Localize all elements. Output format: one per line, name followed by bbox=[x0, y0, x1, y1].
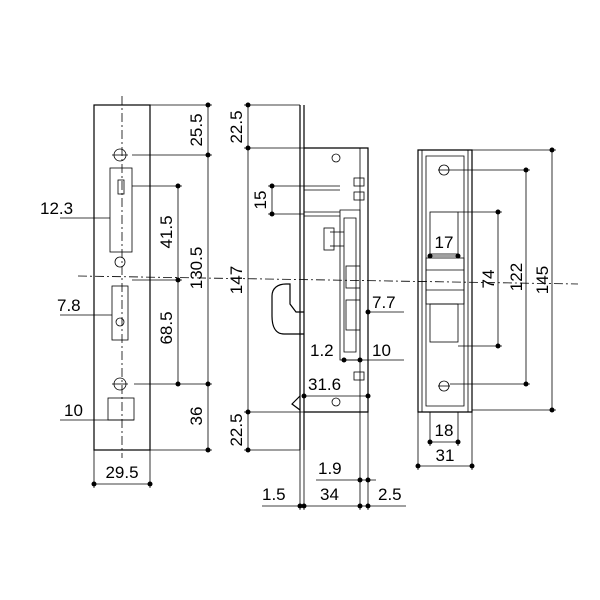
lock-body bbox=[304, 147, 369, 413]
side-dim-1-2: 1.2 bbox=[310, 341, 334, 360]
front-dim-36: 36 bbox=[187, 407, 206, 426]
center-line bbox=[77, 275, 579, 285]
strike-dim-31: 31 bbox=[436, 446, 455, 465]
side-dim-1-5: 1.5 bbox=[262, 485, 286, 504]
side-dim-10: 10 bbox=[372, 341, 391, 360]
front-view: 25.5 12.3 41.5 130.5 7.8 68.5 10 36 29.5 bbox=[40, 96, 212, 488]
front-dim-68-5: 68.5 bbox=[157, 311, 176, 344]
latch-cutout bbox=[109, 167, 133, 253]
front-dim-12-3: 12.3 bbox=[40, 199, 73, 218]
front-dim-130-5: 130.5 bbox=[187, 247, 206, 290]
strike-opening bbox=[425, 257, 465, 305]
side-bottom-screw-icon bbox=[331, 397, 341, 407]
front-dim-25-5: 25.5 bbox=[187, 113, 206, 146]
bolt-cutout bbox=[111, 285, 129, 341]
strike-dim-18: 18 bbox=[435, 421, 454, 440]
front-dim-29-5: 29.5 bbox=[105, 463, 138, 482]
hook-bolt bbox=[271, 283, 304, 335]
side-dim-147: 147 bbox=[227, 266, 246, 294]
side-dim-15: 15 bbox=[251, 191, 270, 210]
strike-upper-recess bbox=[429, 211, 459, 255]
side-dim-7-7: 7.7 bbox=[372, 293, 396, 312]
side-dim-1-9: 1.9 bbox=[318, 459, 342, 478]
square-cutout bbox=[107, 397, 135, 421]
strike-dim-17: 17 bbox=[435, 233, 454, 252]
strike-view: 17 74 122 145 18 31 bbox=[415, 147, 556, 470]
strike-dim-122: 122 bbox=[507, 263, 526, 291]
side-dim-22-5-top: 22.5 bbox=[227, 110, 246, 143]
front-dim-10: 10 bbox=[64, 401, 83, 420]
middle-screw-icon bbox=[114, 256, 126, 268]
front-dim-41-5: 41.5 bbox=[157, 215, 176, 248]
side-top-screw-icon bbox=[331, 153, 341, 163]
front-dim-7-8: 7.8 bbox=[57, 296, 81, 315]
strike-dim-145: 145 bbox=[533, 266, 552, 294]
side-dim-31-6: 31.6 bbox=[308, 375, 341, 394]
side-dim-34: 34 bbox=[320, 485, 339, 504]
strike-dim-74: 74 bbox=[479, 270, 498, 289]
side-view: 22.5 15 147 7.7 1.2 10 31.6 22.5 1.9 1.5… bbox=[227, 102, 406, 510]
latch-tip bbox=[291, 395, 301, 411]
side-dim-22-5-bottom: 22.5 bbox=[227, 413, 246, 446]
side-dim-2-5: 2.5 bbox=[378, 485, 402, 504]
